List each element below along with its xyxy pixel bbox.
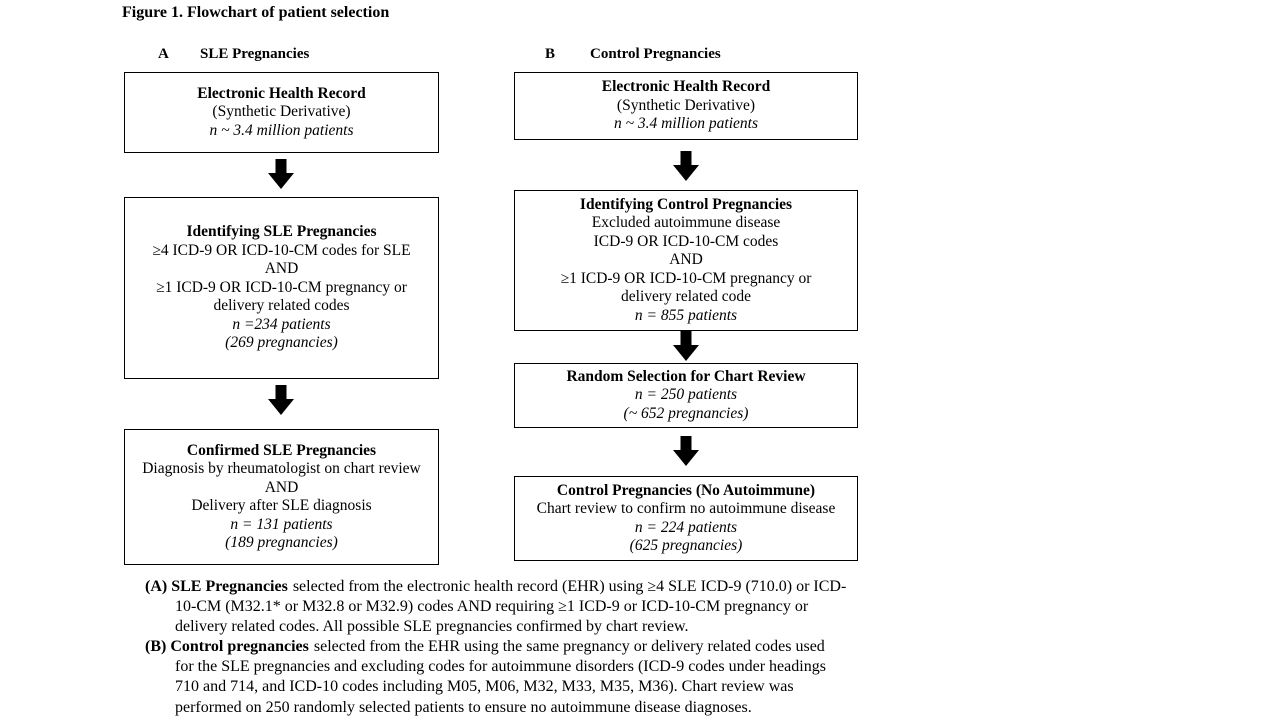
box-stat: (~ 652 pregnancies)	[623, 404, 749, 422]
box-line: ≥1 ICD-9 OR ICD-10-CM pregnancy or	[560, 269, 812, 287]
flow-box-control-ehr: Electronic Health Record (Synthetic Deri…	[514, 72, 858, 140]
box-line: ICD-9 OR ICD-10-CM codes	[593, 232, 779, 250]
box-stat: n = 250 patients	[634, 386, 738, 404]
box-stat: (269 pregnancies)	[225, 334, 338, 352]
box-line: Excluded autoimmune disease	[591, 214, 781, 232]
footnote-a-lead: (A) SLE Pregnancies	[145, 578, 288, 595]
flow-box-control-final: Control Pregnancies (No Autoimmune) Char…	[514, 476, 858, 561]
footnote-a-text: selected from the electronic health reco…	[292, 578, 847, 595]
box-line: AND	[264, 478, 299, 496]
box-line: AND	[264, 260, 299, 278]
box-stat: n = 855 patients	[634, 306, 738, 324]
box-title: Electronic Health Record	[601, 78, 771, 96]
footnote-b-lead: (B) Control pregnancies	[145, 638, 309, 656]
box-line: Delivery after SLE diagnosis	[191, 497, 372, 514]
panel-b-label: B	[545, 46, 556, 62]
flow-box-control-random-selection: Random Selection for Chart Review n = 25…	[514, 363, 858, 428]
footnote-a-line: delivery related codes. All possible SLE…	[175, 618, 689, 636]
footnote-b-line: performed on 250 randomly selected patie…	[175, 698, 752, 716]
box-line: (Synthetic Derivative)	[616, 96, 756, 114]
box-stat: (625 pregnancies)	[629, 537, 743, 554]
box-stat: n ~ 3.4 million patients	[209, 121, 354, 139]
box-stat: n =234 patients	[232, 315, 331, 333]
box-title: Electronic Health Record	[197, 84, 366, 102]
box-line: Chart review to confirm no autoimmune di…	[536, 500, 836, 517]
flow-box-sle-confirmed: Confirmed SLE Pregnancies Diagnosis by r…	[124, 429, 439, 565]
box-title: Confirmed SLE Pregnancies	[186, 441, 377, 459]
down-arrow-icon	[673, 331, 699, 361]
flow-box-sle-identify: Identifying SLE Pregnancies ≥4 ICD-9 OR …	[124, 197, 439, 379]
down-arrow-icon	[268, 159, 294, 189]
box-title: Identifying Control Pregnancies	[579, 195, 793, 213]
flow-box-control-identify: Identifying Control Pregnancies Excluded…	[514, 190, 858, 331]
footnote-b-line: 710 and 714, and ICD-10 codes including …	[175, 678, 794, 696]
footnote-b-text: selected from the EHR using the same pre…	[313, 638, 825, 656]
box-line: Diagnosis by rheumatologist on chart rev…	[142, 460, 421, 477]
footnote-a-line: 10-CM (M32.1* or M32.8 or M32.9) codes A…	[175, 598, 809, 616]
box-line: ≥1 ICD-9 OR ICD-10-CM pregnancy or	[156, 278, 407, 296]
panel-b-heading: Control Pregnancies	[590, 46, 721, 62]
panel-a-label: A	[158, 46, 169, 62]
panel-a-heading: SLE Pregnancies	[200, 46, 310, 62]
down-arrow-icon	[268, 385, 294, 415]
box-stat: n = 131 patients	[230, 515, 333, 533]
down-arrow-icon	[673, 436, 699, 466]
box-line: delivery related codes	[213, 297, 350, 315]
box-stat: (189 pregnancies)	[225, 534, 338, 551]
box-stat: n = 224 patients	[634, 518, 738, 536]
box-title: Control Pregnancies (No Autoimmune)	[556, 481, 816, 499]
box-line: ≥4 ICD-9 OR ICD-10-CM codes for SLE	[152, 241, 411, 259]
box-title: Identifying SLE Pregnancies	[186, 223, 377, 241]
box-line: delivery related code	[621, 288, 751, 306]
footnote-b-line: for the SLE pregnancies and excluding co…	[175, 658, 826, 676]
down-arrow-icon	[673, 151, 699, 181]
box-line: AND	[669, 251, 703, 269]
flow-box-sle-ehr: Electronic Health Record (Synthetic Deri…	[124, 72, 439, 153]
figure-title: Figure 1. Flowchart of patient selection	[122, 4, 390, 21]
box-line: (Synthetic Derivative)	[212, 103, 351, 121]
box-title: Random Selection for Chart Review	[566, 367, 806, 385]
box-stat: n ~ 3.4 million patients	[613, 115, 758, 133]
